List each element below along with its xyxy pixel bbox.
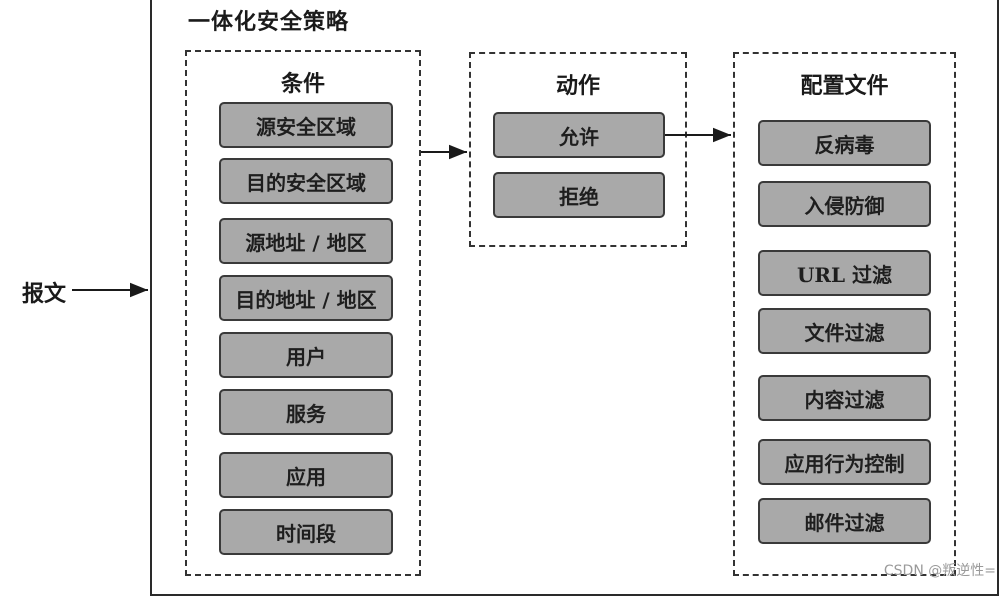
profile-intrusion-prevention: 入侵防御	[758, 181, 931, 227]
profile-antivirus: 反病毒	[758, 120, 931, 166]
conditions-group: 条件	[185, 50, 421, 576]
action-permit: 允许	[493, 112, 665, 158]
condition-source-address: 源地址 / 地区	[219, 218, 393, 264]
condition-time-range: 时间段	[219, 509, 393, 555]
condition-destination-address: 目的地址 / 地区	[219, 275, 393, 321]
condition-destination-zone: 目的安全区域	[219, 158, 393, 204]
actions-title: 动作	[555, 73, 600, 99]
conditions-title: 条件	[280, 71, 325, 97]
profiles-group: 配置文件	[733, 52, 956, 576]
profile-url-filter: URL 过滤	[758, 250, 931, 296]
condition-user: 用户	[219, 332, 393, 378]
watermark: CSDN @叛逆性=	[883, 563, 996, 579]
profiles-title: 配置文件	[800, 73, 889, 99]
actions-group: 动作	[469, 52, 687, 247]
profile-mail-filter: 邮件过滤	[758, 498, 931, 544]
profile-content-filter: 内容过滤	[758, 375, 931, 421]
condition-service: 服务	[219, 389, 393, 435]
condition-source-zone: 源安全区域	[219, 102, 393, 148]
input-packet-label: 报文	[22, 281, 67, 307]
action-deny: 拒绝	[493, 172, 665, 218]
profile-app-behavior-control: 应用行为控制	[758, 439, 931, 485]
profile-file-filter: 文件过滤	[758, 308, 931, 354]
diagram-title: 一体化安全策略	[188, 9, 350, 35]
condition-application: 应用	[219, 452, 393, 498]
